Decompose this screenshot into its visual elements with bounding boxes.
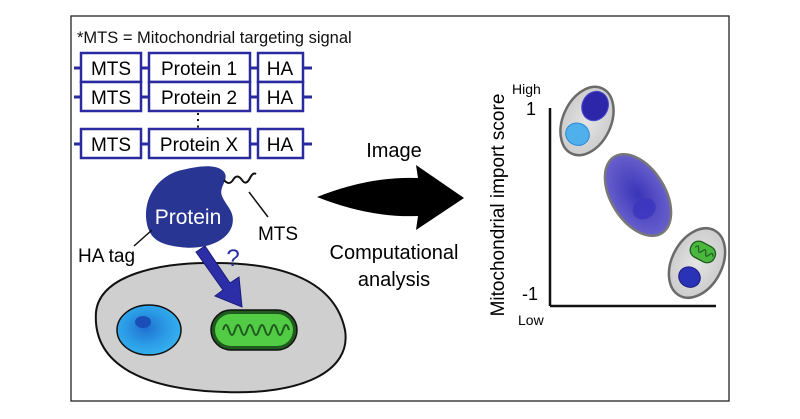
ha-segment-label: HA xyxy=(267,88,294,109)
protein-segment-label: Protein 1 xyxy=(161,59,237,80)
mts-segment-label: MTS xyxy=(91,135,131,156)
process-arrow xyxy=(317,165,464,230)
low-score-cell xyxy=(667,227,727,299)
ha-tag-label: HA tag xyxy=(78,246,135,267)
image-step-label: Image xyxy=(366,140,422,162)
protein-segment-label: Protein 2 xyxy=(161,88,237,109)
process-section: Image Computational analysis xyxy=(317,140,464,291)
mts-squiggle xyxy=(223,172,257,184)
top-value-label: 1 xyxy=(526,99,536,119)
protein-blob xyxy=(146,166,233,248)
ha-segment-label: HA xyxy=(267,59,294,80)
low-label: Low xyxy=(518,312,545,328)
ha-segment-label: HA xyxy=(267,135,294,156)
construct-list: MTS Protein 1 HA MTS Protein 2 HA ⋮ MTS … xyxy=(74,51,312,160)
import-score-plot: Mitochondrial import score High 1 -1 Low xyxy=(488,81,727,328)
analysis-step-label-line1: Computational xyxy=(330,242,459,264)
construct-row: MTS Protein 1 HA xyxy=(74,51,312,84)
bottom-value-label: -1 xyxy=(522,284,538,304)
nucleus-shape xyxy=(116,304,182,356)
protein-segment-label: Protein X xyxy=(160,135,238,156)
cell-illustration: ? Protein MTS HA tag xyxy=(78,166,347,394)
import-arrow xyxy=(195,245,243,308)
mts-pointer-line xyxy=(248,191,269,218)
ha-tag-pointer-line xyxy=(133,229,153,247)
construct-row: MTS Protein X HA xyxy=(74,127,312,160)
protein-blob-label: Protein xyxy=(155,206,222,229)
mts-callout-label: MTS xyxy=(258,224,298,245)
mts-footnote: *MTS = Mitochondrial targeting signal xyxy=(77,29,352,47)
mts-segment-label: MTS xyxy=(91,88,131,109)
construct-ellipsis: ⋮ xyxy=(189,110,207,130)
high-label: High xyxy=(512,81,541,97)
import-question-mark: ? xyxy=(226,245,239,272)
mid-score-cell xyxy=(603,152,673,238)
mitochondrion-shape xyxy=(210,309,298,351)
high-score-cell xyxy=(559,85,615,157)
y-axis-label: Mitochondrial import score xyxy=(488,94,509,317)
nucleolus-shape xyxy=(135,316,151,328)
analysis-step-label-line2: analysis xyxy=(358,269,430,291)
construct-row: MTS Protein 2 HA xyxy=(74,80,312,113)
mts-segment-label: MTS xyxy=(91,59,131,80)
